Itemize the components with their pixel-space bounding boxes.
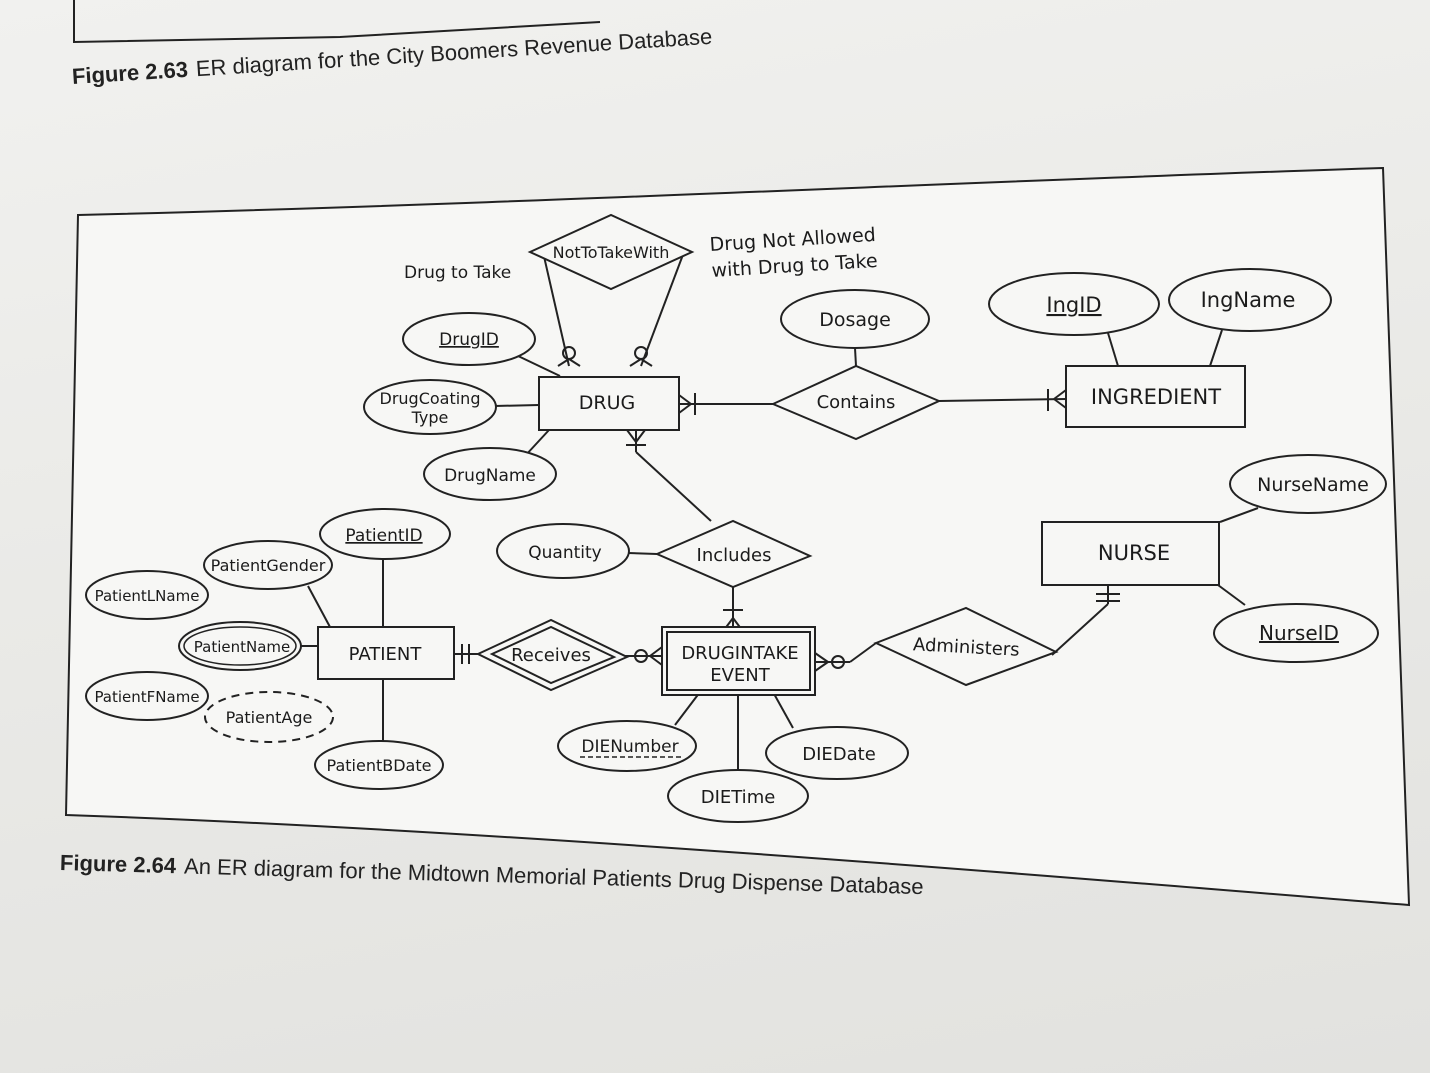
attribute-die-time: DIETime — [667, 769, 809, 823]
entity-drugintake-label-1: DRUGINTAKE — [681, 643, 798, 664]
attribute-drug-name: DrugName — [423, 447, 557, 501]
attribute-patient-fname: PatientFName — [85, 671, 209, 721]
attribute-ing-id: IngID — [988, 272, 1160, 336]
attribute-die-number: DIENumber — [557, 720, 697, 772]
relationship-contains-label: Contains — [817, 392, 896, 413]
relationship-includes-label: Includes — [697, 545, 772, 566]
attribute-patient-lname: PatientLName — [85, 570, 209, 620]
attribute-patient-age-label: PatientAge — [226, 708, 313, 727]
attribute-drug-id: DrugID — [402, 312, 536, 366]
attribute-patient-bdate-label: PatientBDate — [327, 756, 432, 775]
attribute-die-time-label: DIETime — [701, 787, 776, 808]
attribute-patient-id-label: PatientID — [345, 526, 422, 546]
relationship-contains: Contains — [770, 364, 942, 441]
attribute-drug-coating-label-2: Type — [411, 408, 449, 427]
attribute-ing-id-label: IngID — [1046, 293, 1101, 317]
relationship-includes: Includes — [654, 519, 813, 589]
entity-patient-label: PATIENT — [349, 644, 423, 665]
attribute-patient-gender-label: PatientGender — [211, 556, 326, 575]
attribute-drug-coating-label-1: DrugCoating — [380, 389, 481, 408]
entity-ingredient-label: INGREDIENT — [1091, 385, 1221, 409]
relationship-not-to-take-with-label: NotToTakeWith — [553, 243, 670, 262]
attribute-patient-lname-label: PatientLName — [95, 587, 200, 605]
entity-drug: DRUG — [538, 376, 680, 431]
attribute-drug-coating-type: DrugCoating Type — [363, 379, 497, 435]
attribute-patient-id: PatientID — [319, 508, 451, 560]
previous-figure-frame — [73, 0, 601, 44]
relationship-receives-label: Receives — [511, 645, 591, 666]
attribute-quantity-label: Quantity — [528, 543, 601, 563]
entity-ingredient: INGREDIENT — [1065, 365, 1246, 428]
attribute-dosage: Dosage — [780, 289, 930, 349]
entity-drug-label: DRUG — [579, 392, 635, 414]
attribute-patient-fname-label: PatientFName — [94, 688, 199, 706]
attribute-patient-gender: PatientGender — [203, 540, 333, 590]
role-label-drug-to-take: Drug to Take — [404, 263, 511, 283]
entity-drugintake-label-2: EVENT — [710, 665, 771, 686]
attribute-ing-name-label: IngName — [1201, 288, 1296, 312]
attribute-dosage-label: Dosage — [819, 309, 891, 331]
relationship-not-to-take-with: NotToTakeWith — [527, 213, 695, 291]
relationship-receives: Receives — [475, 618, 630, 692]
entity-drugintake-event: DRUGINTAKE EVENT — [661, 626, 816, 696]
entity-nurse: NURSE — [1041, 521, 1220, 586]
attribute-patient-bdate: PatientBDate — [314, 740, 444, 790]
figure-2-64-number: Figure 2.64 — [59, 850, 177, 879]
cardinality-marks — [461, 346, 1120, 672]
attribute-patient-name: PatientName — [178, 621, 302, 671]
attribute-patient-age: PatientAge — [204, 691, 334, 743]
attribute-ing-name: IngName — [1168, 268, 1332, 332]
entity-patient: PATIENT — [317, 626, 455, 680]
attribute-drug-name-label: DrugName — [444, 466, 536, 486]
attribute-nurse-name-label: NurseName — [1257, 474, 1369, 496]
relationship-administers: Administers — [873, 606, 1059, 687]
attribute-patient-name-label: PatientName — [194, 638, 290, 656]
attribute-quantity: Quantity — [496, 523, 630, 579]
attribute-drug-id-label: DrugID — [439, 330, 499, 350]
entity-nurse-label: NURSE — [1098, 541, 1170, 565]
attribute-nurse-id: NurseID — [1213, 603, 1379, 663]
attribute-nurse-name: NurseName — [1229, 454, 1387, 514]
attribute-die-date: DIEDate — [765, 726, 909, 780]
attribute-die-date-label: DIEDate — [802, 744, 876, 765]
attribute-die-number-label: DIENumber — [581, 737, 678, 757]
attribute-nurse-id-label: NurseID — [1259, 621, 1339, 645]
